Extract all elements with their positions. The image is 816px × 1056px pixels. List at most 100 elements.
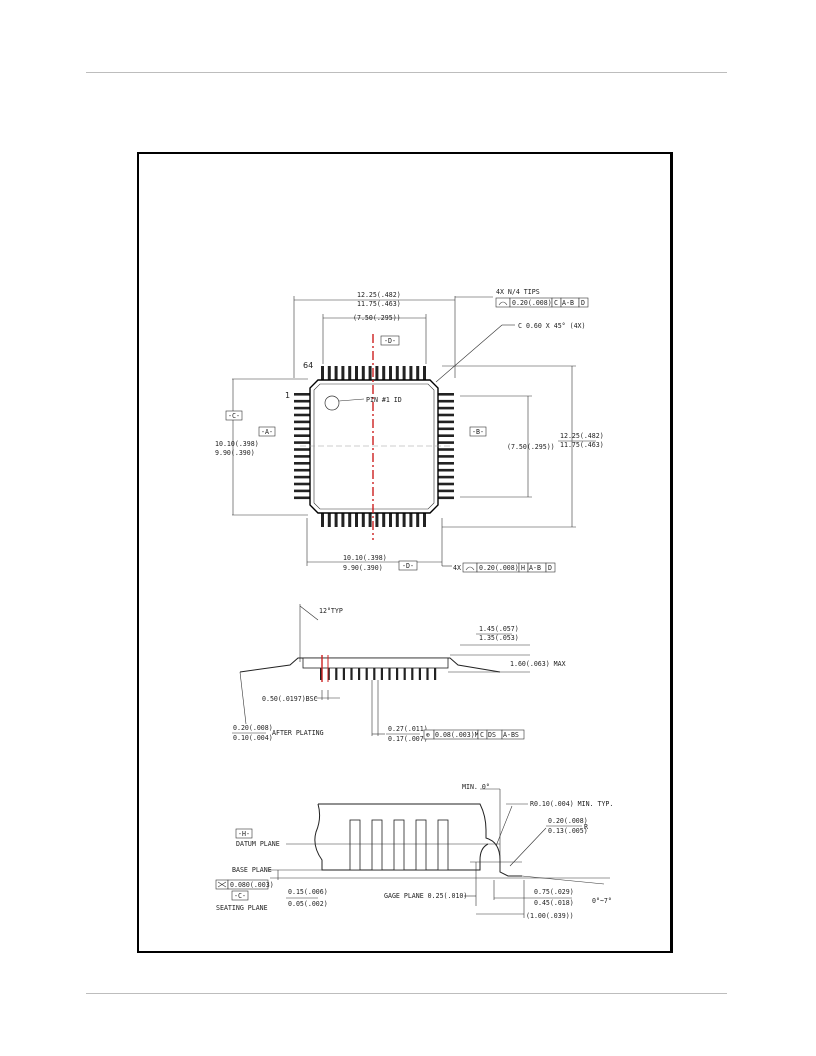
svg-text:A-B: A-B bbox=[562, 299, 574, 307]
dim-right-outer-upper: 12.25(.482) bbox=[560, 432, 604, 440]
pin-right bbox=[438, 482, 454, 486]
svg-text:D: D bbox=[548, 564, 552, 572]
side-lead bbox=[350, 668, 353, 680]
pin1-label: 1 bbox=[285, 391, 290, 400]
pin-top bbox=[341, 366, 345, 380]
svg-text:0.20(.008): 0.20(.008) bbox=[479, 564, 519, 572]
pin-top bbox=[382, 366, 386, 380]
side-lead bbox=[320, 668, 323, 680]
profile-symbol-icon bbox=[465, 566, 475, 571]
package-inner-outline bbox=[313, 383, 435, 510]
base-plane: BASE PLANE bbox=[232, 866, 272, 874]
pin-left bbox=[294, 427, 310, 431]
pin-right bbox=[438, 448, 454, 451]
dim-body-height-upper: 1.45(.057) bbox=[479, 625, 519, 633]
pin-bottom bbox=[416, 513, 420, 527]
pin-left bbox=[294, 420, 310, 424]
pin-left bbox=[294, 393, 310, 396]
pin-top bbox=[327, 366, 331, 380]
radius2-suffix: R bbox=[584, 823, 588, 831]
datum-d-bottom: -D- bbox=[402, 562, 414, 570]
dim-bottom-body-upper: 10.10(.398) bbox=[343, 554, 387, 562]
datum-d-top: -D- bbox=[384, 337, 396, 345]
min-angle: MIN. 0° bbox=[462, 783, 490, 791]
dim-outer-width-lower: 11.75(.463) bbox=[357, 300, 401, 308]
dim-body-height-lower: 1.35(.053) bbox=[479, 634, 519, 642]
left-pins bbox=[294, 393, 310, 500]
datum-c-detail: -C- bbox=[234, 892, 246, 900]
pin-left bbox=[294, 496, 310, 500]
pin-bottom bbox=[382, 513, 386, 527]
pin-bottom bbox=[409, 513, 413, 527]
pin-bottom bbox=[395, 513, 399, 527]
seating-plane: SEATING PLANE bbox=[216, 904, 268, 912]
detail-lead bbox=[371, 819, 383, 871]
pin-left bbox=[294, 462, 310, 465]
pin-bottom bbox=[334, 513, 338, 527]
pin-bottom bbox=[355, 513, 358, 527]
foot-length-lower: 0.45(.018) bbox=[534, 899, 574, 907]
right-pins bbox=[438, 393, 454, 500]
pin-right bbox=[438, 468, 454, 472]
pin-top bbox=[389, 366, 392, 380]
detail-lead bbox=[437, 819, 449, 871]
package-body bbox=[309, 379, 439, 514]
dim-right-outer-lower: 11.75(.463) bbox=[560, 441, 604, 449]
radius2-upper: 0.20(.008) bbox=[548, 817, 588, 825]
pin-bottom bbox=[368, 513, 372, 527]
datum-h: -H- bbox=[238, 830, 250, 838]
pin-right bbox=[438, 406, 454, 410]
pin-bottom bbox=[341, 513, 345, 527]
pin-right bbox=[438, 399, 454, 403]
pin-top bbox=[361, 366, 365, 380]
side-lead bbox=[434, 668, 437, 680]
coplanarity: 0.080(.003) bbox=[230, 881, 274, 889]
gage-plane: GAGE PLANE 0.25(.010) bbox=[384, 892, 467, 900]
foot-total: (1.00(.039)) bbox=[526, 912, 574, 920]
coplanarity-symbol-icon bbox=[217, 881, 227, 888]
detail-lead bbox=[349, 819, 361, 871]
side-lead bbox=[342, 668, 345, 680]
datum-a: -A- bbox=[261, 428, 273, 436]
bottom-pins bbox=[321, 513, 426, 527]
side-view: 12°TYP 1.45(.057) 1.35(.053) 1.60(.063) … bbox=[232, 604, 566, 743]
standoff-lower: 0.05(.002) bbox=[288, 900, 328, 908]
datum-b: -B- bbox=[472, 428, 484, 436]
pin-top bbox=[355, 366, 358, 380]
side-lead bbox=[403, 668, 406, 680]
profile-symbol-icon bbox=[498, 301, 508, 306]
header-rule bbox=[86, 72, 727, 73]
dim-left-body-lower: 9.90(.390) bbox=[215, 449, 255, 457]
datum-plane: DATUM PLANE bbox=[236, 840, 280, 848]
top-pins bbox=[321, 366, 426, 380]
side-lead bbox=[411, 668, 414, 680]
pin-right bbox=[438, 489, 454, 493]
pin-top bbox=[368, 366, 372, 380]
pin-right bbox=[438, 496, 454, 500]
pin-top bbox=[375, 366, 379, 380]
pin-right bbox=[438, 427, 454, 431]
dim-right-pin-span: (7.50(.295)) bbox=[507, 443, 555, 451]
chamfer-note: C 0.60 X 45° (4X) bbox=[518, 322, 586, 330]
dim-pin-span: (7.50(.295)) bbox=[353, 314, 401, 322]
svg-text:A-BS: A-BS bbox=[503, 731, 519, 739]
pin-left bbox=[294, 468, 310, 472]
drawing-frame bbox=[137, 152, 673, 953]
datum-c-top: -C- bbox=[228, 412, 240, 420]
pin-left bbox=[294, 475, 310, 479]
pin-left bbox=[294, 434, 310, 437]
top-view: PIN #1 ID 64 1 12.25(.482) 11.75(.463) (… bbox=[215, 288, 604, 573]
svg-text:D: D bbox=[581, 299, 585, 307]
pin-right bbox=[438, 441, 454, 444]
pin-top bbox=[348, 366, 352, 380]
pin-top bbox=[409, 366, 413, 380]
footer-rule bbox=[86, 993, 727, 994]
side-lead bbox=[426, 668, 429, 680]
pin-right bbox=[438, 462, 454, 465]
pin-top bbox=[423, 366, 426, 380]
pin-right bbox=[438, 455, 454, 458]
svg-text:H: H bbox=[521, 564, 525, 572]
side-lead bbox=[388, 668, 391, 680]
dim-outer-width-upper: 12.25(.482) bbox=[357, 291, 401, 299]
